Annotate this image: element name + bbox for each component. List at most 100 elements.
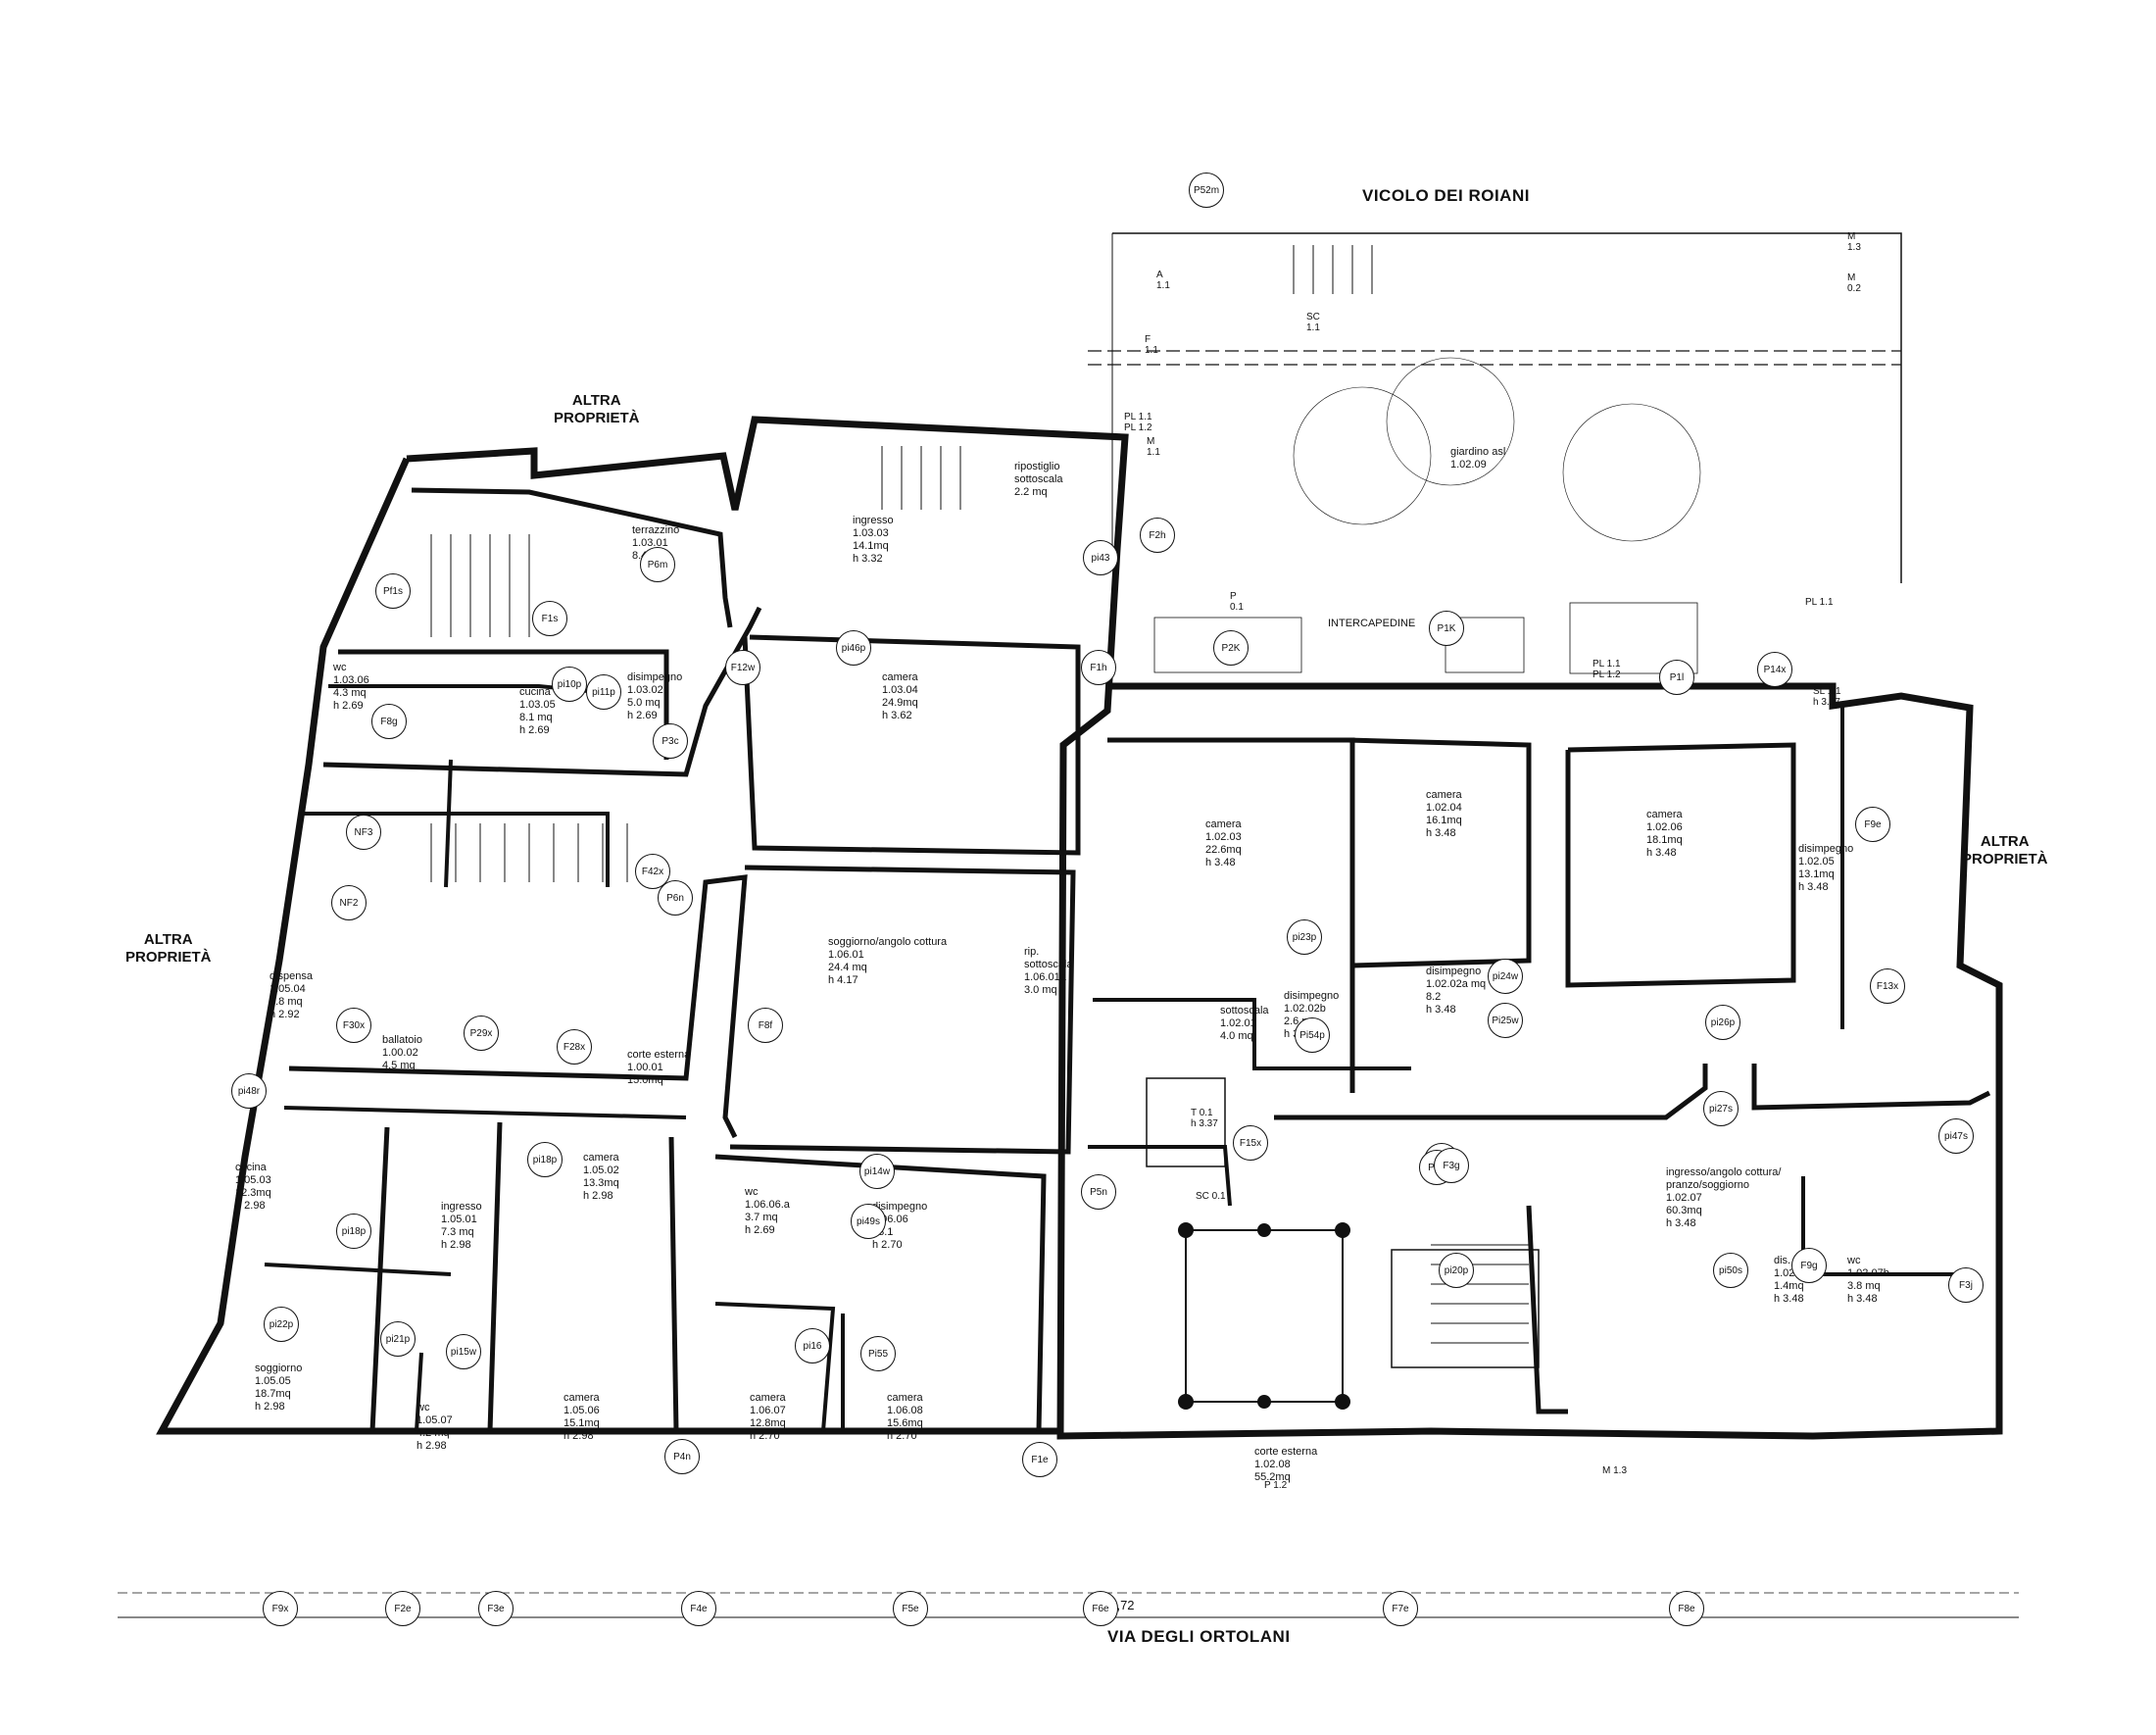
opening-tag: P29x (464, 1016, 499, 1051)
neighbour-left: ALTRA PROPRIETÀ (125, 931, 212, 966)
opening-tag: F9x (263, 1591, 298, 1626)
opening-tag: P14x (1757, 652, 1792, 687)
material-note: SC 0.1 (1196, 1191, 1226, 1202)
opening-tag: pi27s (1703, 1091, 1739, 1126)
room-label-camera10204: camera 1.02.04 16.1mq h 3.48 (1426, 789, 1462, 839)
opening-tag: pi50s (1713, 1253, 1748, 1288)
opening-tag: pi48r (231, 1073, 267, 1109)
room-label-disimpegno10202a: disimpegno 1.02.02a mq 8.2 h 3.48 (1426, 966, 1487, 1016)
opening-tag: F13x (1870, 968, 1905, 1004)
room-label-corte10208: corte esterna 1.02.08 55.2mq (1254, 1446, 1318, 1483)
opening-tag: pi10p (552, 667, 587, 702)
street-bottom: VIA DEGLI ORTOLANI (1107, 1627, 1291, 1646)
opening-tag: F3j (1948, 1267, 1984, 1303)
opening-tag: pi26p (1705, 1005, 1740, 1040)
opening-tag: P4n (664, 1439, 700, 1474)
opening-tag: Pf1s (375, 573, 411, 609)
material-note: P 0.1 (1230, 591, 1244, 613)
opening-tag: F8f (748, 1008, 783, 1043)
opening-tag: pi46p (836, 630, 871, 666)
opening-tag: F5e (893, 1591, 928, 1626)
room-label-corte10001: corte esterna 1.00.01 15.0mq (627, 1049, 691, 1086)
opening-tag: F1h (1081, 650, 1116, 685)
material-note: M 1.1 (1147, 436, 1160, 458)
opening-tag: F3e (478, 1591, 514, 1626)
opening-tag: NF2 (331, 885, 367, 920)
room-label-ballatoio: ballatoio 1.00.02 4.5 mq (382, 1034, 422, 1071)
opening-tag: P5n (1081, 1174, 1116, 1210)
opening-tag: F3g (1434, 1148, 1469, 1183)
opening-tag: Pi54p (1295, 1017, 1330, 1053)
material-note: M 1.3 (1602, 1465, 1628, 1476)
opening-tag: Pi55 (860, 1336, 896, 1371)
material-note: SC 1.1 (1306, 312, 1320, 333)
opening-tag: pi24w (1488, 959, 1523, 994)
opening-tag: F1e (1022, 1442, 1057, 1477)
opening-tag: pi47s (1938, 1118, 1974, 1154)
room-label-camera10502: camera 1.05.02 13.3mq h 2.98 (583, 1152, 619, 1202)
room-label-ingresso10501: ingresso 1.05.01 7.3 mq h 2.98 (441, 1201, 482, 1251)
room-label-ingresso10207: ingresso/angolo cottura/ pranzo/soggiorn… (1666, 1166, 1782, 1229)
opening-tag: pi11p (586, 674, 621, 710)
room-label-camera10206: camera 1.02.06 18.1mq h 3.48 (1646, 809, 1683, 859)
opening-tag: F9g (1791, 1248, 1827, 1283)
material-note: PL 1.1 PL 1.2 (1592, 659, 1621, 680)
opening-tag: F2h (1140, 518, 1175, 553)
material-note: F 1.1 (1145, 334, 1158, 356)
opening-tag: pi43 (1083, 540, 1118, 575)
room-label-wc10606a: wc 1.06.06.a 3.7 mq h 2.69 (745, 1186, 790, 1236)
room-label-ripostiglio: ripostiglio sottoscala 2.2 mq (1014, 461, 1063, 498)
opening-tag: pi23p (1287, 919, 1322, 955)
room-label-rip10601a: rip. sottoscala 1.06.01a 3.0 mq (1024, 946, 1073, 996)
material-note: SL 1.1 h 3.37 (1813, 686, 1841, 708)
opening-tag: pi22p (264, 1307, 299, 1342)
opening-tag: pi18p (527, 1142, 563, 1177)
opening-tag: Pi25w (1488, 1003, 1523, 1038)
opening-tag: P6n (658, 880, 693, 916)
opening-tag: F15x (1233, 1125, 1268, 1161)
room-label-camera10304: camera 1.03.04 24.9mq h 3.62 (882, 671, 918, 721)
opening-tag: F28x (557, 1029, 592, 1065)
opening-tag: pi49s (851, 1204, 886, 1239)
room-label-disimpegno10302: disimpegno 1.03.02 5.0 mq h 2.69 (627, 671, 683, 721)
room-label-cucina10305: cucina 1.03.05 8.1 mq h 2.69 (519, 686, 556, 736)
opening-tag: pi20p (1439, 1253, 1474, 1288)
material-note: M 1.3 (1847, 231, 1861, 253)
opening-tag: F30x (336, 1008, 371, 1043)
room-label-soggiorno10601: soggiorno/angolo cottura 1.06.01 24.4 mq… (828, 936, 948, 986)
room-label-sottoscala10201: sottoscala 1.02.01 4.0 mq (1220, 1005, 1269, 1042)
opening-tag: pi16 (795, 1328, 830, 1363)
opening-tag: pi15w (446, 1334, 481, 1369)
opening-tag: P2K (1213, 630, 1249, 666)
material-note: M 0.2 (1847, 273, 1861, 294)
street-top: VICOLO DEI ROIANI (1362, 186, 1530, 205)
opening-tag: NF3 (346, 815, 381, 850)
opening-tag: P1l (1659, 660, 1694, 695)
material-note: A 1.1 (1156, 270, 1170, 291)
material-note: PL 1.1 PL 1.2 (1124, 412, 1152, 433)
opening-tag: pi18p (336, 1214, 371, 1249)
neighbour-right: ALTRA PROPRIETÀ (1962, 833, 2048, 868)
opening-tag: F7e (1383, 1591, 1418, 1626)
opening-tag: F1s (532, 601, 567, 636)
opening-tag: pi14w (859, 1154, 895, 1189)
neighbour-top: ALTRA PROPRIETÀ (554, 392, 640, 426)
opening-tag: P3c (653, 723, 688, 759)
opening-tag: pi21p (380, 1321, 416, 1357)
room-label-wc10207b: wc 1.02.07b 3.8 mq h 3.48 (1847, 1255, 1889, 1305)
material-note: T 0.1 h 3.37 (1191, 1108, 1218, 1129)
opening-tag: F12w (725, 650, 760, 685)
opening-tag: F8g (371, 704, 407, 739)
opening-tag: P52m (1189, 173, 1224, 208)
room-label-disimpegno10202b: disimpegno 1.02.02b 2.6 mq h 3.48 (1284, 990, 1340, 1040)
room-label-soggiorno10505: soggiorno 1.05.05 18.7mq h 2.98 (255, 1363, 303, 1413)
room-label-intercapedine: INTERCAPEDINE (1328, 618, 1416, 629)
room-label-wc10306: wc 1.03.06 4.3 mq h 2.69 (333, 662, 369, 712)
opening-tag: P1K (1429, 611, 1464, 646)
room-label-disimpegno10205: disimpegno 1.02.05 13.1mq h 3.48 (1798, 843, 1854, 893)
room-label-cucina10503: cucina 1.05.03 12.3mq h 2.98 (235, 1162, 271, 1212)
material-note: PL 1.1 (1805, 597, 1834, 608)
room-label-wc10507: wc 1.05.07 4.2 mq h 2.98 (416, 1402, 453, 1452)
opening-tag: P6m (640, 547, 675, 582)
